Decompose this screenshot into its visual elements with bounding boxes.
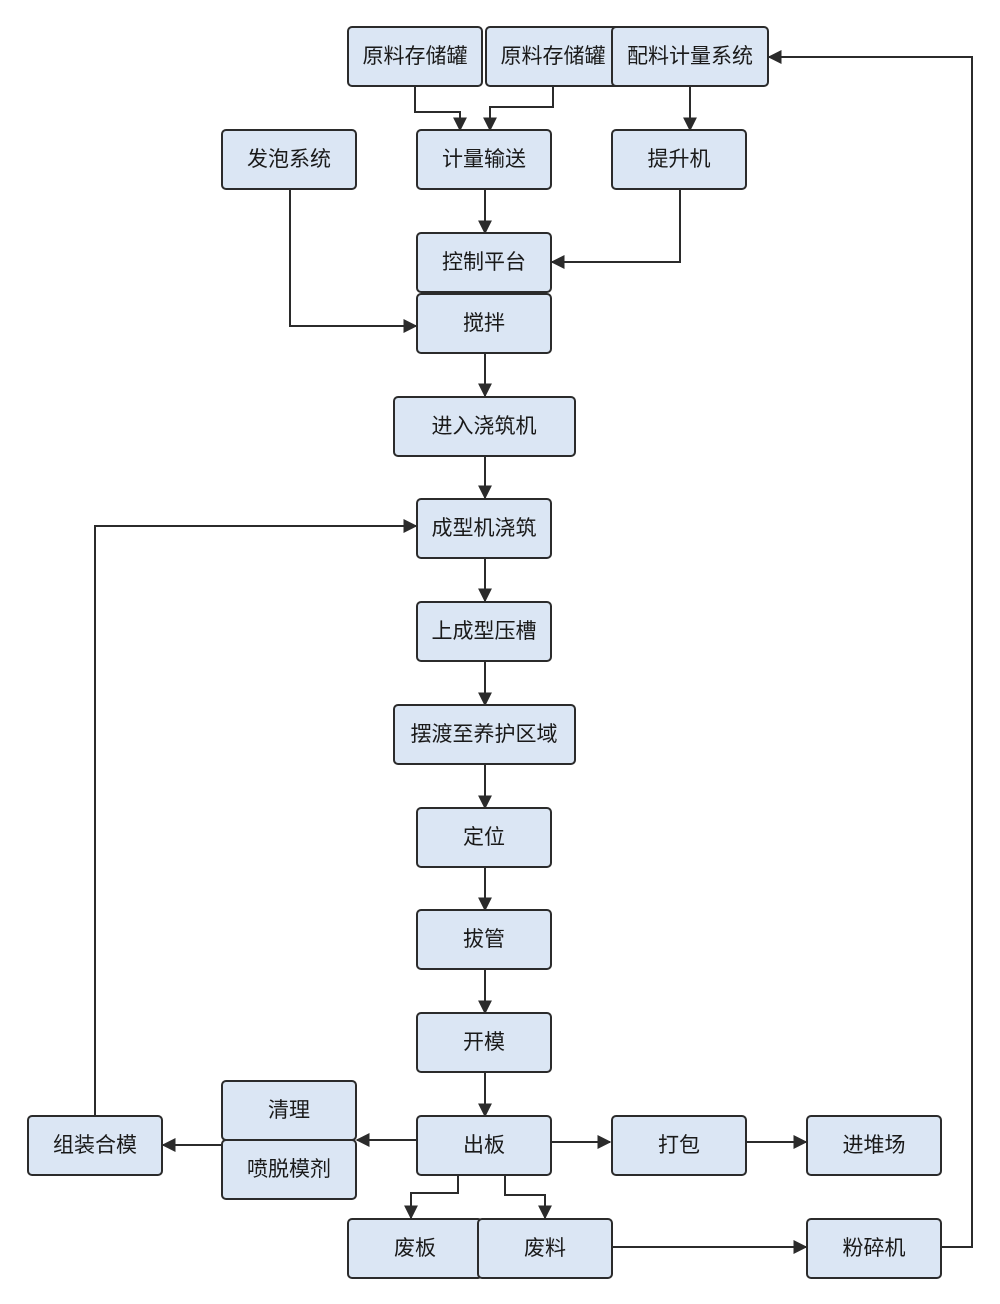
node-ferry: 摆渡至养护区域 <box>393 704 576 765</box>
node-packing: 打包 <box>611 1115 747 1176</box>
node-panel-out: 出板 <box>416 1115 552 1176</box>
node-spray-release: 喷脱模剂 <box>221 1139 357 1200</box>
node-raw-tank-2: 原料存储罐 <box>485 26 621 87</box>
node-raw-tank-1: 原料存储罐 <box>347 26 483 87</box>
node-box <box>611 129 747 190</box>
node-box <box>806 1218 942 1279</box>
node-metering: 计量输送 <box>416 129 552 190</box>
node-cleaning: 清理 <box>221 1080 357 1141</box>
connector-assemble-to-mold-casting <box>94 519 418 1116</box>
node-assemble: 组装合模 <box>27 1115 163 1176</box>
node-box <box>611 1115 747 1176</box>
node-label: 开模 <box>463 1030 505 1054</box>
node-label: 原料存储罐 <box>363 44 468 68</box>
node-box <box>416 601 552 662</box>
node-waste-material: 废料 <box>477 1218 613 1279</box>
node-box <box>416 807 552 868</box>
node-box <box>221 129 357 190</box>
node-box <box>416 293 552 354</box>
connector-crusher-to-batching <box>767 50 973 1248</box>
node-label: 上成型压槽 <box>432 619 537 643</box>
node-yard: 进堆场 <box>806 1115 942 1176</box>
connector-raw-tank-2-to-metering <box>483 86 554 132</box>
node-pressing: 上成型压槽 <box>416 601 552 662</box>
node-label: 搅拌 <box>463 311 505 335</box>
connector-raw-tank-1-to-metering <box>414 86 467 132</box>
node-box <box>416 1012 552 1073</box>
node-label: 清理 <box>268 1098 310 1122</box>
node-tube-pull: 拔管 <box>416 909 552 970</box>
node-open-mold: 开模 <box>416 1012 552 1073</box>
node-label: 打包 <box>658 1133 700 1157</box>
node-label: 喷脱模剂 <box>247 1157 331 1181</box>
node-waste-panel: 废板 <box>347 1218 483 1279</box>
node-label: 定位 <box>463 825 505 849</box>
connectors <box>94 50 973 1254</box>
node-box <box>347 26 483 87</box>
node-label: 进堆场 <box>843 1133 906 1157</box>
node-box <box>416 129 552 190</box>
connector-foaming-to-mixing <box>289 189 418 333</box>
node-box <box>416 1115 552 1176</box>
node-mold-casting: 成型机浇筑 <box>416 498 552 559</box>
node-box <box>806 1115 942 1176</box>
node-enter-casting: 进入浇筑机 <box>393 396 576 457</box>
node-elevator: 提升机 <box>611 129 747 190</box>
node-label: 控制平台 <box>442 250 526 274</box>
node-label: 粉碎机 <box>843 1236 906 1260</box>
node-label: 提升机 <box>648 147 711 171</box>
node-box <box>416 232 552 293</box>
node-positioning: 定位 <box>416 807 552 868</box>
node-label: 组装合模 <box>53 1133 137 1157</box>
node-crusher: 粉碎机 <box>806 1218 942 1279</box>
node-label: 出板 <box>463 1133 505 1157</box>
node-foaming: 发泡系统 <box>221 129 357 190</box>
node-batching: 配料计量系统 <box>611 26 769 87</box>
node-control: 控制平台 <box>416 232 552 293</box>
node-label: 原料存储罐 <box>501 44 606 68</box>
node-label: 拔管 <box>463 927 505 951</box>
node-label: 进入浇筑机 <box>432 414 537 438</box>
node-box <box>27 1115 163 1176</box>
node-box <box>611 26 769 87</box>
node-mixing: 搅拌 <box>416 293 552 354</box>
node-label: 废板 <box>394 1236 436 1260</box>
node-label: 废料 <box>524 1236 566 1260</box>
node-label: 发泡系统 <box>247 147 331 171</box>
node-label: 成型机浇筑 <box>432 516 537 540</box>
node-box <box>393 704 576 765</box>
node-label: 计量输送 <box>442 147 526 171</box>
node-box <box>393 396 576 457</box>
node-box <box>477 1218 613 1279</box>
node-box <box>221 1139 357 1200</box>
connector-panel-out-to-waste-panel <box>404 1175 459 1220</box>
connector-elevator-to-control <box>550 189 681 269</box>
node-label: 配料计量系统 <box>627 44 753 68</box>
node-label: 摆渡至养护区域 <box>411 722 558 746</box>
node-box <box>416 498 552 559</box>
connector-panel-out-to-waste-material <box>504 1175 552 1220</box>
node-box <box>416 909 552 970</box>
